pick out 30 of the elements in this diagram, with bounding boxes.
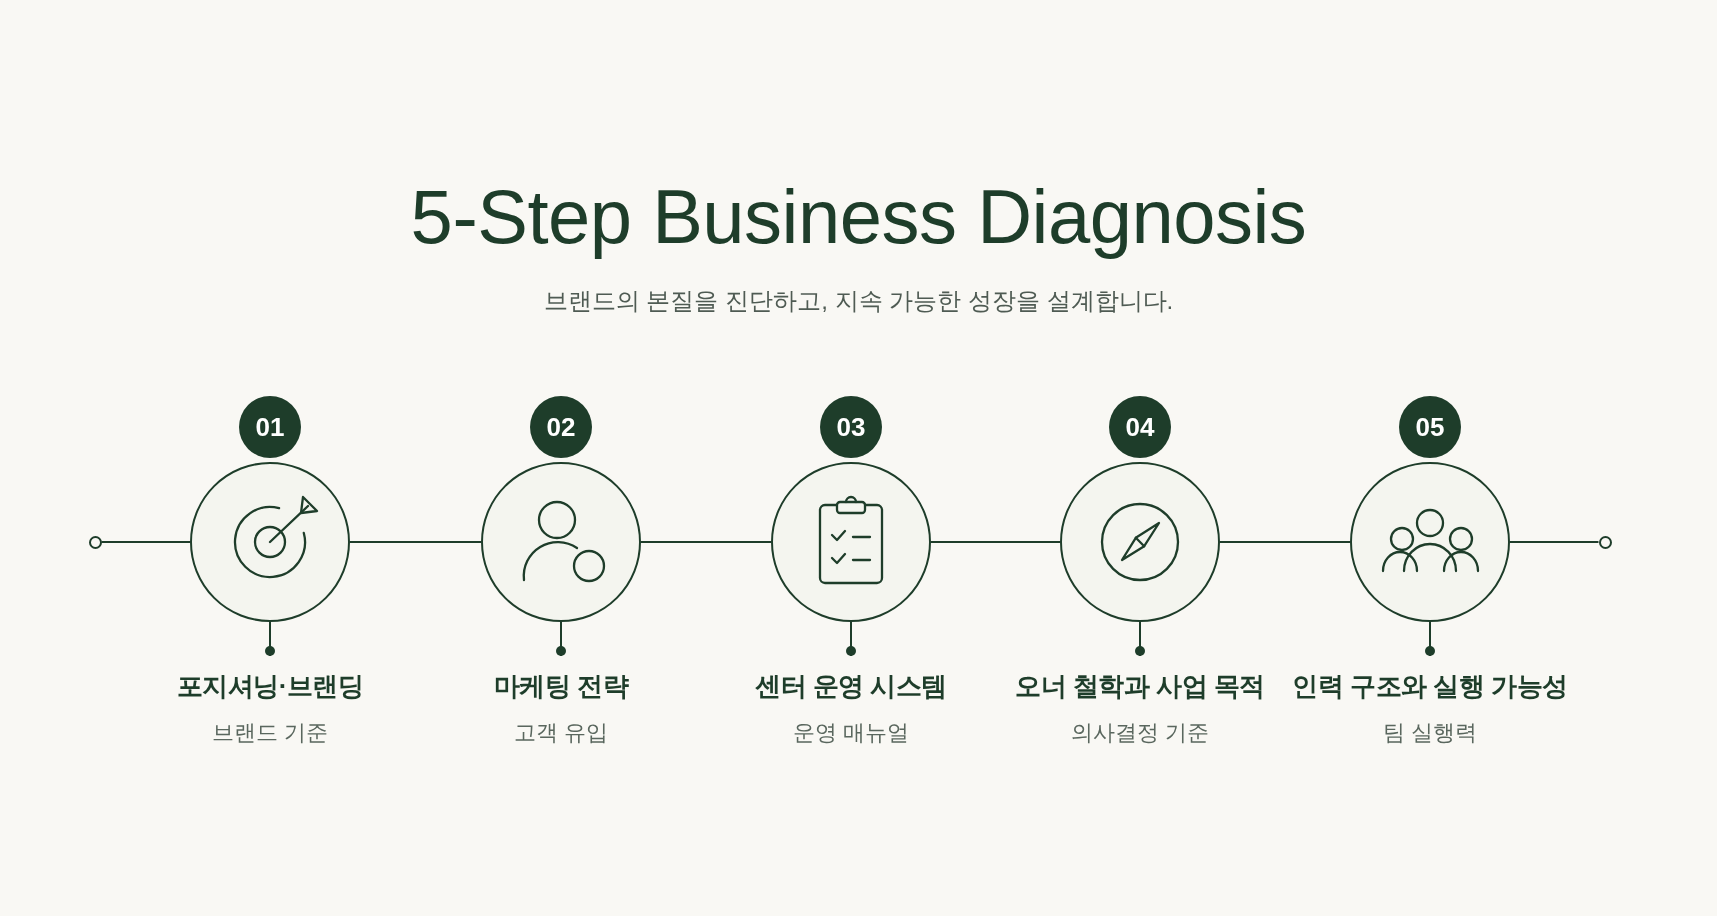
step-subtitle: 팀 실행력 (1382, 719, 1478, 747)
step-title: 포지셔닝·브랜딩 (176, 670, 364, 702)
endpoint-circle (88, 535, 102, 549)
connector-line (1135, 621, 1145, 657)
number-badge: 03 (820, 396, 882, 458)
connector-line (640, 541, 772, 543)
connector-line (265, 621, 275, 657)
step-title: 마케팅 전략 (493, 670, 629, 702)
connector-line (1509, 541, 1600, 543)
connector-line (1425, 621, 1435, 657)
number-badge: 05 (1399, 396, 1461, 458)
step-title: 오너 철학과 사업 목적 (1015, 670, 1265, 702)
title: 5-Step Business Diagnosis (410, 173, 1307, 261)
endpoint-circle (1598, 535, 1612, 549)
step-title: 인력 구조와 실행 가능성 (1292, 670, 1568, 702)
connector-line (556, 621, 566, 657)
connector-line (1219, 541, 1351, 543)
step-title: 센터 운영 시스템 (755, 670, 947, 702)
connector-line (349, 541, 482, 543)
number-badge: 02 (530, 396, 592, 458)
connector-line (100, 541, 191, 543)
subtitle: 브랜드의 본질을 진단하고, 지속 가능한 성장을 설계합니다. (543, 286, 1174, 316)
connector-line (846, 621, 856, 657)
connector-line (930, 541, 1061, 543)
step-subtitle: 고객 유입 (513, 719, 609, 747)
step-subtitle: 운영 매뉴얼 (792, 719, 910, 747)
step-subtitle: 의사결정 기준 (1070, 719, 1210, 747)
step-subtitle: 브랜드 기준 (211, 719, 329, 747)
number-badge: 01 (239, 396, 301, 458)
number-badge: 04 (1109, 396, 1171, 458)
